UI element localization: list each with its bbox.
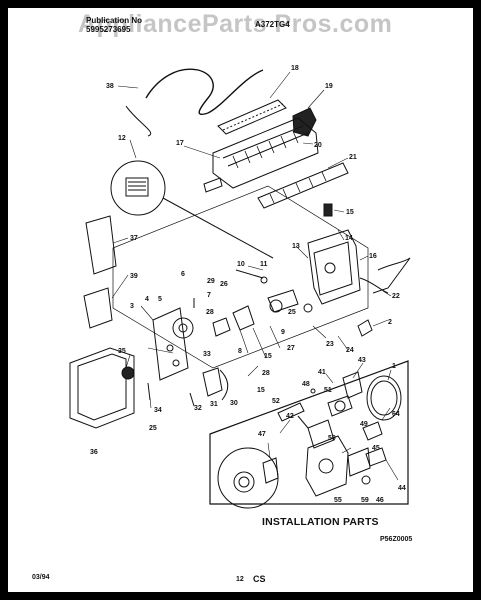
callout-18: 18 — [291, 65, 299, 72]
callout-41: 41 — [318, 369, 326, 376]
callout-2: 2 — [388, 319, 392, 326]
callout-46: 46 — [376, 497, 384, 504]
callout-33: 33 — [203, 351, 211, 358]
callout-42: 42 — [286, 413, 294, 420]
exploded-view-diagram — [69, 68, 411, 509]
callout-20: 20 — [314, 142, 322, 149]
model-reference: A372TG4 — [255, 20, 290, 29]
callout-25: 25 — [288, 309, 296, 316]
callout-23: 23 — [326, 341, 334, 348]
callout-5: 5 — [158, 296, 162, 303]
callout-10: 10 — [237, 261, 245, 268]
installation-parts-box — [209, 360, 409, 505]
copper-tubing-coil — [366, 375, 402, 421]
callout-47: 47 — [258, 431, 266, 438]
callout-25-b: 25 — [149, 425, 157, 432]
callout-12: 12 — [118, 135, 126, 142]
callout-17: 17 — [176, 140, 184, 147]
figure-code: P56Z0005 — [380, 536, 413, 543]
publication-number: 5995273695 — [86, 25, 131, 34]
callout-3: 3 — [130, 303, 134, 310]
watermark: ApplianceParts Pros.com — [78, 10, 393, 38]
callout-35: 35 — [118, 348, 126, 355]
callout-45: 45 — [372, 445, 380, 452]
callout-44: 44 — [398, 485, 406, 492]
callout-48: 48 — [302, 381, 310, 388]
callout-64: 64 — [392, 411, 400, 418]
water-valve-part — [305, 435, 349, 497]
callout-22: 22 — [392, 293, 400, 300]
callout-6: 6 — [181, 271, 185, 278]
motor-housing-part — [307, 229, 361, 305]
callout-36: 36 — [90, 449, 98, 456]
callout-59: 59 — [361, 497, 369, 504]
callout-32: 32 — [194, 405, 202, 412]
callout-1: 1 — [392, 363, 396, 370]
footer-section: CS — [253, 574, 266, 584]
insulation-pad-part — [85, 215, 117, 275]
callout-49: 49 — [360, 421, 368, 428]
callout-29: 29 — [207, 278, 215, 285]
callout-31: 31 — [210, 401, 218, 408]
front-cover-part — [69, 347, 135, 429]
callout-15-c: 15 — [257, 387, 265, 394]
callout-15-b: 15 — [264, 353, 272, 360]
callout-43: 43 — [358, 357, 366, 364]
callout-26: 26 — [220, 281, 228, 288]
ice-mold-part — [212, 117, 319, 189]
callout-28-b: 28 — [262, 370, 270, 377]
footer-page-number: 12 — [236, 576, 244, 583]
callout-51: 51 — [324, 387, 332, 394]
callout-27: 27 — [287, 345, 295, 352]
callout-15: 15 — [346, 209, 354, 216]
parts-diagram-page: ApplianceParts Pros.com Publication No 5… — [8, 8, 473, 592]
callout-55: 55 — [334, 497, 342, 504]
callout-13: 13 — [292, 243, 300, 250]
callout-layer: 38 18 19 12 17 20 21 15 37 14 13 16 10 1… — [90, 65, 406, 504]
callout-52: 52 — [272, 398, 280, 405]
callout-9: 9 — [281, 329, 285, 336]
ejector-part — [257, 162, 349, 209]
wiring-plug-detail — [110, 160, 166, 216]
callout-34: 34 — [154, 407, 162, 414]
wire-harness-part — [145, 68, 214, 115]
callout-37: 37 — [130, 235, 138, 242]
callout-8: 8 — [238, 348, 242, 355]
callout-16: 16 — [369, 253, 377, 260]
installation-parts-label: INSTALLATION PARTS — [262, 516, 379, 528]
heater-part — [217, 99, 287, 135]
insulation-pad-part — [83, 287, 113, 329]
gear-part — [172, 317, 194, 339]
callout-14: 14 — [345, 235, 353, 242]
callout-4: 4 — [145, 296, 149, 303]
footer-date: 03/94 — [32, 574, 50, 581]
callout-7: 7 — [207, 292, 211, 299]
callout-19: 19 — [325, 83, 333, 90]
callout-39: 39 — [130, 273, 138, 280]
callout-21: 21 — [349, 154, 357, 161]
publication-label: Publication No — [86, 16, 142, 25]
callout-50: 50 — [328, 435, 336, 442]
callout-28: 28 — [206, 309, 214, 316]
callout-11: 11 — [260, 261, 268, 268]
callout-30: 30 — [230, 400, 238, 407]
callout-38: 38 — [106, 83, 114, 90]
callout-24: 24 — [346, 347, 354, 354]
